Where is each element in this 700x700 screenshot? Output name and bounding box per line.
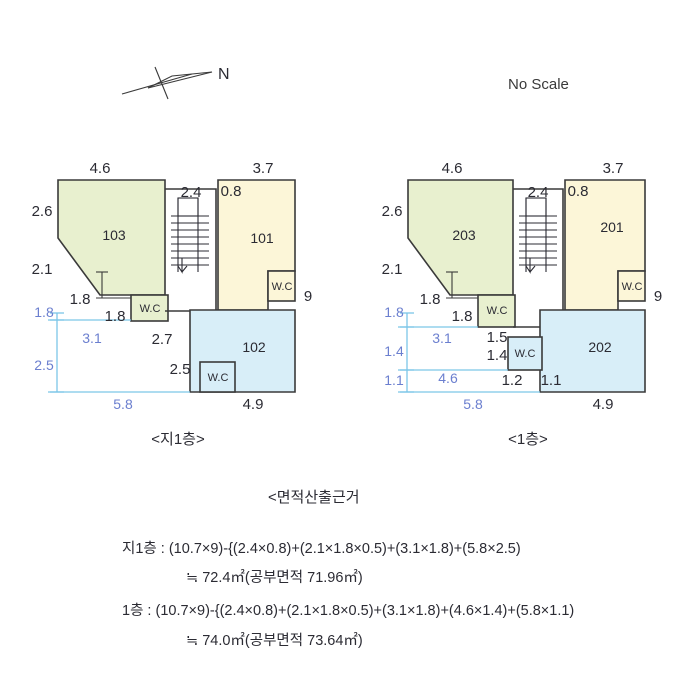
area-basis-heading: <면적산출근거 [268, 489, 360, 506]
north-arrow-icon [121, 66, 213, 100]
dim-wc-bottom: 2.5 [170, 361, 191, 378]
dim-wc-bottom-r: 1.2 [502, 372, 523, 389]
blue-dimension-lines-right [398, 312, 540, 393]
dim-blue-5-r: 1.1 [384, 372, 404, 388]
dim-wc-left-r: 1.8 [452, 308, 473, 325]
stair-symbol-right [519, 197, 557, 274]
room-label-wc-green-r: W.C [487, 305, 508, 317]
dim-blue-4-r: 4.6 [438, 370, 458, 386]
room-label-wc-yellow-r: W.C [622, 281, 643, 293]
room-label-102: 102 [242, 339, 266, 355]
dim-room-left-r: 1.1 [541, 372, 562, 389]
plan-title-first: <1층> [508, 431, 548, 448]
area-basis-line-3: 1층 : (10.7×9)-{(2.4×0.8)+(2.1×1.8×0.5)+(… [122, 602, 574, 619]
room-label-103: 103 [102, 227, 126, 243]
dim-blue-3: 2.5 [34, 357, 54, 373]
room-label-202: 202 [588, 339, 612, 355]
room-label-wc-blue: W.C [208, 372, 229, 384]
dim-right-side: 9 [304, 288, 312, 305]
dim-blue-1: 1.8 [34, 304, 54, 320]
dim-left-upper: 2.6 [32, 203, 53, 220]
area-basis-line-4: ≒ 74.0㎡(공부면적 73.64㎡) [186, 632, 363, 649]
dim-top-right: 3.7 [253, 160, 274, 177]
dim-bottom-right: 4.9 [243, 396, 264, 413]
blue-dimension-lines [48, 312, 190, 393]
dim-top-left-r: 4.6 [442, 160, 463, 177]
dim-left-lower: 2.1 [32, 261, 53, 278]
dim-top-mid: 2.4 [181, 184, 202, 201]
dim-wc-stub-r: 1.5 [487, 329, 508, 346]
dim-top-left: 4.6 [90, 160, 111, 177]
dim-diag-base-r: 1.8 [420, 291, 441, 308]
dim-blue-3-r: 1.4 [384, 343, 404, 359]
plan-title-basement: <지1층> [151, 431, 205, 448]
plan-first-floor: 4.6 3.7 2.4 0.8 2.6 2.1 1.8 1.8 1.5 1.4 … [382, 160, 663, 448]
area-basis-line-1: 지1층 : (10.7×9)-{(2.4×0.8)+(2.1×1.8×0.5)+… [122, 540, 521, 557]
dim-wc-right: 2.7 [152, 331, 173, 348]
stair-symbol [171, 197, 209, 274]
dim-top-mid2-r: 0.8 [568, 183, 589, 200]
dim-left-lower-r: 2.1 [382, 261, 403, 278]
room-label-201: 201 [600, 219, 624, 235]
room-label-wc-yellow: W.C [272, 281, 293, 293]
dim-blue-2-r: 3.1 [432, 330, 452, 346]
dim-diag-base: 1.8 [70, 291, 91, 308]
dim-top-mid-r: 2.4 [528, 184, 549, 201]
dim-right-side-r: 9 [654, 288, 662, 305]
room-label-203: 203 [452, 227, 476, 243]
area-basis-line-2: ≒ 72.4㎡(공부면적 71.96㎡) [186, 569, 363, 586]
dim-left-upper-r: 2.6 [382, 203, 403, 220]
north-label: N [218, 66, 230, 83]
dim-wc-left: 1.8 [105, 308, 126, 325]
dim-blue-1-r: 1.8 [384, 304, 404, 320]
dim-blue-4: 5.8 [113, 396, 133, 412]
dim-blue-6-r: 5.8 [463, 396, 483, 412]
scale-note: No Scale [508, 76, 569, 93]
dim-bottom-right-r: 4.9 [593, 396, 614, 413]
room-label-101: 101 [250, 230, 274, 246]
dim-top-mid2: 0.8 [221, 183, 242, 200]
dim-wc-stub2-r: 1.4 [487, 347, 508, 364]
plan-basement-first-floor: 4.6 3.7 2.4 0.8 2.6 2.1 1.8 1.8 2.7 2.5 … [32, 160, 313, 448]
room-label-wc-blue-r: W.C [515, 348, 536, 360]
dim-top-right-r: 3.7 [603, 160, 624, 177]
room-label-wc-green: W.C [140, 303, 161, 315]
dim-blue-2: 3.1 [82, 330, 102, 346]
